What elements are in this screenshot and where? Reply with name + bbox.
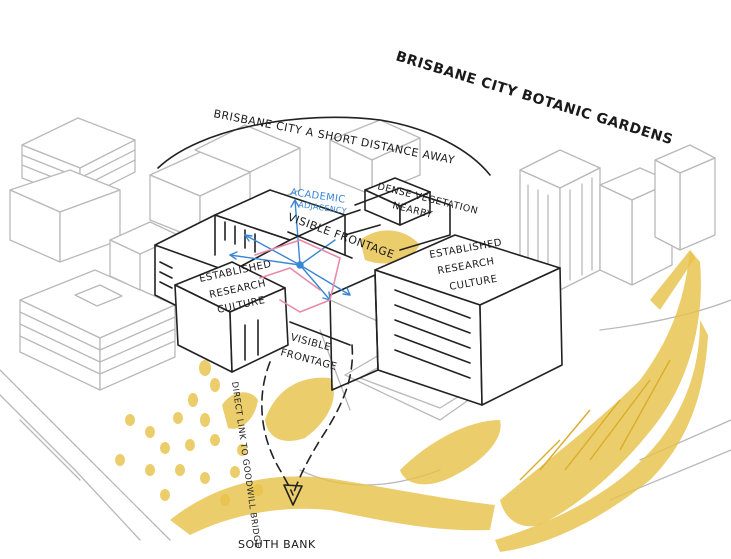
context-buildings (0, 118, 731, 540)
label-botanic-gardens: BRISBANE CITY BOTANIC GARDENS (394, 49, 675, 149)
label-south-bank: SOUTH BANK (238, 538, 316, 551)
